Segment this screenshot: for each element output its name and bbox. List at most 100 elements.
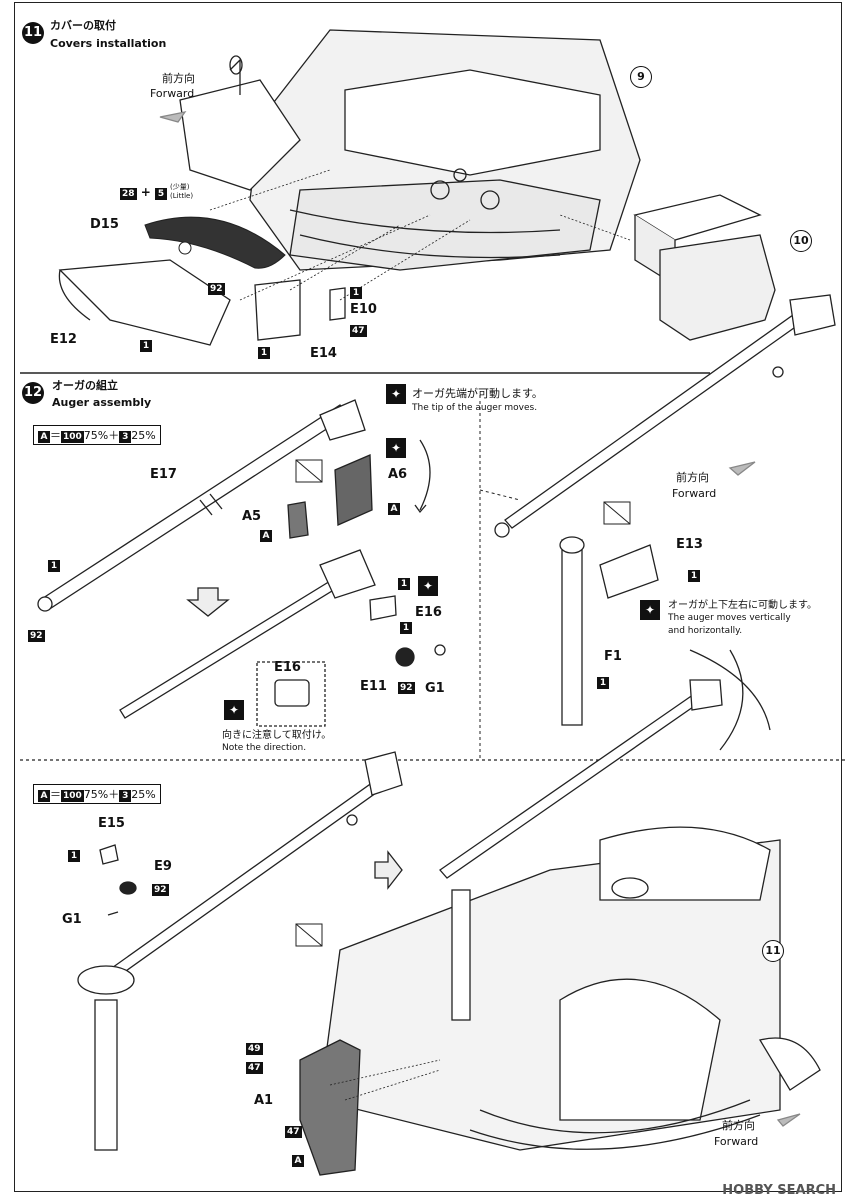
paint-code: 49 <box>246 1043 263 1055</box>
paint-code: 47 <box>285 1126 302 1138</box>
part-label-e10: E10 <box>350 302 377 317</box>
paint-code: 1 <box>68 850 80 862</box>
paint-code: 1 <box>350 287 362 299</box>
part-label-e9: E9 <box>154 859 172 874</box>
movable-icon: ✦ <box>418 576 438 596</box>
part-label-e13: E13 <box>676 537 703 552</box>
paint-code: 1 <box>140 340 152 352</box>
paint-code: A <box>292 1155 304 1167</box>
part-label-e11: E11 <box>360 679 387 694</box>
ratio-percent: 25% <box>131 429 156 442</box>
paint-code: 100 <box>61 790 84 802</box>
paint-code: 1 <box>597 677 609 689</box>
part-label-e16: E16 <box>415 605 442 620</box>
paint-code: 92 <box>28 630 45 642</box>
part-label-e12: E12 <box>50 332 77 347</box>
step12-title-en: Auger assembly <box>52 396 152 409</box>
forward-label-jp: 前方向 <box>162 72 195 85</box>
direction-icon: ✦ <box>224 700 244 720</box>
note-direction-en: Note the direction. <box>222 743 307 753</box>
paint-code: A <box>38 431 50 443</box>
track-part-d15 <box>144 216 286 269</box>
note-move-en-2: and horizontally. <box>668 626 743 636</box>
step11-title-en: Covers installation <box>50 37 167 50</box>
step-number-12: 12 <box>22 382 44 404</box>
note-direction-jp: 向きに注意して取付け。 <box>222 730 332 741</box>
watermark: HOBBY SEARCH <box>722 1183 836 1198</box>
equals-sign: ＝ <box>50 429 61 442</box>
part-label-e16-detail: E16 <box>274 660 301 675</box>
page-frame <box>14 2 842 1192</box>
paint-code: 3 <box>119 431 132 443</box>
forward-label-jp: 前方向 <box>676 471 709 484</box>
cover-part-e12 <box>58 259 231 346</box>
movable-icon: ✦ <box>386 384 406 404</box>
paint-code: 92 <box>152 884 169 896</box>
forward-label-en: Forward <box>150 87 195 100</box>
forward-label-en: Forward <box>714 1135 759 1148</box>
plus-sign: ＋ <box>108 788 120 801</box>
part-label-e17: E17 <box>150 467 177 482</box>
step12-title-jp: オーガの組立 <box>52 379 118 392</box>
part-a6 <box>334 454 373 526</box>
part-label-g1: G1 <box>425 681 445 696</box>
cover-part-e10 <box>329 287 346 321</box>
note-move-jp: オーガが上下左右に可動します。 <box>668 600 817 611</box>
final-auger <box>439 679 723 1021</box>
paint-code: 1 <box>688 570 700 582</box>
paint-amount-jp: (少量) <box>170 183 190 191</box>
cover-part-10 <box>633 194 776 341</box>
final-machine <box>319 826 821 1151</box>
note-tip-jp: オーガ先端が可動します。 <box>412 387 543 400</box>
plus-sign: + <box>140 185 151 199</box>
paint-code: 28 <box>120 188 137 200</box>
arrow-right <box>374 850 403 890</box>
paint-code: 92 <box>208 283 225 295</box>
part-label-e14: E14 <box>310 346 337 361</box>
movable-icon: ✦ <box>640 600 660 620</box>
part-label-e15: E15 <box>98 816 125 831</box>
part-label-f1: F1 <box>604 649 622 664</box>
paint-code: 1 <box>398 578 410 590</box>
forward-label-jp: 前方向 <box>722 1119 755 1132</box>
ref-step-11: 11 <box>762 940 784 962</box>
part-a5 <box>287 501 309 539</box>
part-label-a6: A6 <box>388 467 408 482</box>
plus-sign: ＋ <box>108 429 120 442</box>
part-label-d15: D15 <box>90 217 119 232</box>
cover-part-a1 <box>299 1039 361 1176</box>
part-label-g1: G1 <box>62 912 82 927</box>
ratio-percent: 25% <box>131 788 156 801</box>
paint-amount-en: (Little) <box>170 192 194 200</box>
paint-code: 100 <box>61 431 84 443</box>
paint-mix-note: 28 + 5 <box>120 185 167 200</box>
part-label-a5: A5 <box>242 509 262 524</box>
step-number-11: 11 <box>22 22 44 44</box>
auger-pipe-e17 <box>37 399 366 612</box>
paint-code: 3 <box>119 790 132 802</box>
forward-label-en: Forward <box>672 487 717 500</box>
paint-code: 1 <box>48 560 60 572</box>
paint-code: A <box>260 530 272 542</box>
paint-code: 5 <box>154 188 167 200</box>
cover-part-e14 <box>254 279 301 341</box>
note-tip-en: The tip of the auger moves. <box>412 403 538 413</box>
ratio-percent: 75% <box>83 429 109 442</box>
paint-code: 1 <box>400 622 412 634</box>
part-label-a1: A1 <box>254 1093 274 1108</box>
paint-code: A <box>38 790 50 802</box>
paint-code: A <box>388 503 400 515</box>
paint-code: 47 <box>350 325 367 337</box>
arrow-down <box>186 587 230 617</box>
ratio-percent: 75% <box>83 788 109 801</box>
ref-step-9: 9 <box>630 66 652 88</box>
auger-assembly-right <box>494 294 836 726</box>
note-move-en-1: The auger moves vertically <box>668 613 791 623</box>
machine-body-step11 <box>179 29 641 271</box>
paint-code: 47 <box>246 1062 263 1074</box>
equals-sign: ＝ <box>50 788 61 801</box>
